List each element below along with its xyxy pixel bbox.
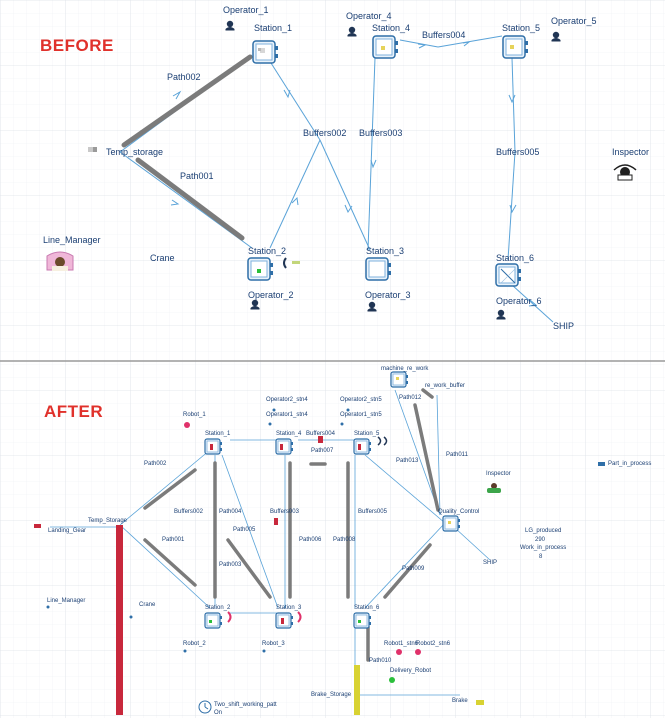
after-clock-icon xyxy=(198,700,212,714)
after-re-work-buffer-label: re_work_buffer xyxy=(425,383,465,389)
after-crane-label: Crane xyxy=(139,602,156,608)
after-path004-label: Path004 xyxy=(219,509,242,515)
after-heading: AFTER xyxy=(44,402,104,421)
before-buffers004-label: Buffers004 xyxy=(422,30,466,40)
after-buffers005-label: Buffers005 xyxy=(358,509,387,515)
after-robot-1-label: Robot_1 xyxy=(183,412,206,418)
before-crane-label: Crane xyxy=(150,253,175,263)
after-inspector-label: Inspector xyxy=(486,471,511,477)
after-station-5-label: Station_5 xyxy=(354,431,380,437)
after-work-in-process-value: 8 xyxy=(539,554,543,560)
before-operator-5-label: Operator_5 xyxy=(551,16,597,26)
after-stations xyxy=(204,371,461,629)
before-station-5-label: Station_5 xyxy=(502,23,541,33)
after-buffers004-label: Buffers004 xyxy=(306,431,335,437)
after-path013-label: Path013 xyxy=(396,458,419,464)
after-path009-label: Path009 xyxy=(402,566,425,572)
after-landing-gear-label: Landing_Gear xyxy=(48,528,87,534)
before-temp-storage-marker xyxy=(88,147,97,152)
before-inspector-label: Inspector xyxy=(612,147,650,157)
after-work-in-process-label: Work_in_process xyxy=(520,545,567,551)
after-brake-storage-label: Brake_Storage xyxy=(311,692,352,698)
after-machine-re-work-label: machine_re_work xyxy=(381,366,429,372)
before-path002-label: Path002 xyxy=(167,72,201,82)
before-operator-6-label: Operator_6 xyxy=(496,296,542,306)
after-part-in-process-label: Part_in_process xyxy=(608,461,652,467)
after-operator2-stn4-label: Operator2_stn4 xyxy=(266,397,308,403)
after-path012-label: Path012 xyxy=(399,395,422,401)
after-station-4-label: Station_4 xyxy=(276,431,302,437)
after-delivery-robot-label: Delivery_Robot xyxy=(390,668,432,674)
before-station-6-label: Station_6 xyxy=(496,253,535,263)
after-lg-produced-label: LG_produced xyxy=(525,528,562,534)
before-stations xyxy=(247,35,529,287)
after-robot-2-label: Robot_2 xyxy=(183,641,206,647)
after-station-2-label: Station_2 xyxy=(205,605,231,611)
after-brake-label: Brake xyxy=(452,698,468,704)
before-line-manager-figure xyxy=(46,251,74,271)
before-operator-1-label: Operator_1 xyxy=(223,5,269,15)
before-layout-graphics xyxy=(46,20,637,323)
after-path001-label: Path001 xyxy=(162,537,185,543)
after-two-shift-label: Two_shift_working_patt xyxy=(214,702,277,708)
before-station-3-label: Station_3 xyxy=(366,246,405,256)
after-path003-label: Path003 xyxy=(219,562,242,568)
before-route-arrows xyxy=(170,41,538,307)
after-buffers002-label: Buffers002 xyxy=(174,509,203,515)
after-line-manager-label: Line_Manager xyxy=(47,598,86,604)
after-path002-label: Path002 xyxy=(144,461,167,467)
before-station-2-label: Station_2 xyxy=(248,246,287,256)
before-line-manager-label: Line_Manager xyxy=(43,235,101,245)
after-quality-control-label: Quality_Control xyxy=(438,509,480,515)
after-station-3-label: Station_3 xyxy=(276,605,302,611)
after-conveyors xyxy=(143,388,440,662)
before-buffers003-label: Buffers003 xyxy=(359,128,403,138)
after-operator1-stn5-label: Operator1_stn5 xyxy=(340,412,382,418)
before-temp-storage-label: Temp_storage xyxy=(106,147,164,157)
before-station-1-label: Station_1 xyxy=(254,23,293,33)
after-ship-label: SHIP xyxy=(483,560,498,566)
after-two-shift-state: On xyxy=(214,710,223,716)
after-station-1-label: Station_1 xyxy=(205,431,231,437)
after-small-parts xyxy=(46,408,421,683)
after-path008-label: Path008 xyxy=(333,537,356,543)
before-operator-2-label: Operator_2 xyxy=(248,290,294,300)
after-robot-3-label: Robot_3 xyxy=(262,641,285,647)
after-station-6-label: Station_6 xyxy=(354,605,380,611)
before-operators xyxy=(225,20,561,320)
after-operator1-stn4-label: Operator1_stn4 xyxy=(266,412,308,418)
after-path007-label: Path007 xyxy=(311,448,334,454)
before-path001-label: Path001 xyxy=(180,171,214,181)
after-path005-label: Path005 xyxy=(233,527,256,533)
before-ship-label: SHIP xyxy=(553,321,575,331)
before-station-4-label: Station_4 xyxy=(372,23,411,33)
before-heading: BEFORE xyxy=(40,36,114,55)
after-inspector-figure xyxy=(487,483,501,493)
before-buffers005-label: Buffers005 xyxy=(496,147,540,157)
after-temp-storage-label: Temp_Storage xyxy=(88,518,128,524)
after-robot2-stn6-label: Robot2_stn6 xyxy=(416,641,451,647)
after-robot1-stn6-label: Robot1_stn6 xyxy=(384,641,419,647)
after-path011-label: Path011 xyxy=(446,452,468,458)
before-operator-3-label: Operator_3 xyxy=(365,290,411,300)
after-operator2-stn5-label: Operator2_stn5 xyxy=(340,397,382,403)
after-route-lines xyxy=(50,389,491,696)
after-racks xyxy=(34,462,605,715)
before-buffers002-label: Buffers002 xyxy=(303,128,347,138)
after-lg-produced-value: 290 xyxy=(535,537,546,543)
before-operator-4-label: Operator_4 xyxy=(346,11,392,21)
after-path006-label: Path006 xyxy=(299,537,322,543)
before-conveyors xyxy=(121,54,253,241)
after-path010-label: Path010 xyxy=(369,658,392,664)
before-inspector-figure xyxy=(613,164,637,181)
after-buffers003-label: Buffers003 xyxy=(270,509,299,515)
